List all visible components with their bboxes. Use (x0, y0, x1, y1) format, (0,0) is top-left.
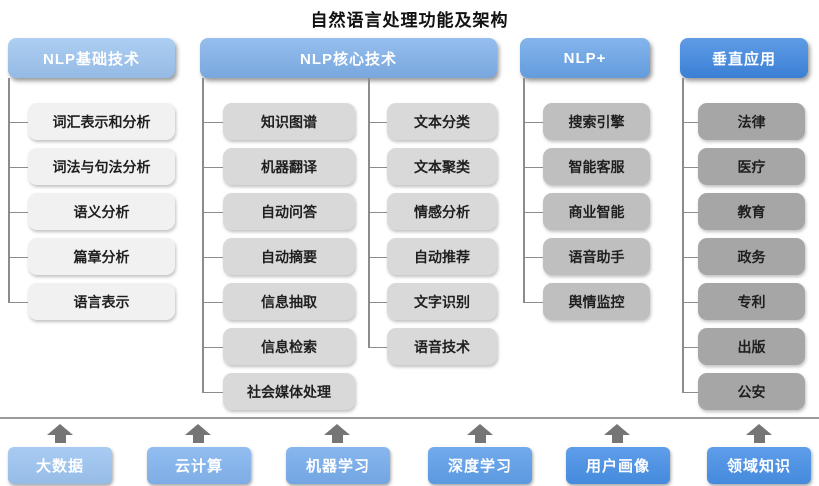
header-nlp-plus: NLP+ (520, 38, 650, 78)
connector-line (523, 78, 525, 302)
column-vertical-applications: 法律 医疗 教育 政务 专利 出版 公安 (682, 103, 805, 410)
up-arrow-icon (467, 424, 493, 443)
tree-node: 搜索引擎 (523, 103, 650, 140)
tree-node: 出版 (682, 328, 805, 365)
tree-node: 知识图谱 (202, 103, 355, 140)
up-arrow-icon (47, 424, 73, 443)
up-arrow-icon (185, 424, 211, 443)
tree-node: 情感分析 (368, 193, 497, 230)
tree-node: 词汇表示和分析 (8, 103, 175, 140)
up-arrow-icon (324, 424, 350, 443)
tree-node: 机器翻译 (202, 148, 355, 185)
tree-node: 法律 (682, 103, 805, 140)
header-nlp-core-tech: NLP核心技术 (200, 38, 497, 78)
tree-node: 社会媒体处理 (202, 373, 355, 410)
tree-node: 公安 (682, 373, 805, 410)
foundation-node: 大数据 (8, 447, 112, 484)
tree-node: 文本分类 (368, 103, 497, 140)
column-nlp-plus: 搜索引擎 智能客服 商业智能 语音助手 舆情监控 (523, 103, 650, 320)
connector-line (682, 78, 684, 392)
foundation-node: 深度学习 (428, 447, 532, 484)
diagram-title: 自然语言处理功能及架构 (310, 11, 509, 30)
tree-node: 语音技术 (368, 328, 497, 365)
connector-line (202, 78, 204, 392)
tree-node: 语言表示 (8, 283, 175, 320)
tree-node: 自动推荐 (368, 238, 497, 275)
foundation-node: 机器学习 (286, 447, 390, 484)
up-arrow-icon (604, 424, 630, 443)
tree-node: 舆情监控 (523, 283, 650, 320)
up-arrow-icon (746, 424, 772, 443)
tree-node: 自动问答 (202, 193, 355, 230)
header-vertical-applications: 垂直应用 (680, 38, 808, 78)
column-nlp-core-tech-right: 文本分类 文本聚类 情感分析 自动推荐 文字识别 语音技术 (368, 103, 497, 365)
tree-node: 信息抽取 (202, 283, 355, 320)
tree-node: 自动摘要 (202, 238, 355, 275)
tree-node: 教育 (682, 193, 805, 230)
separator-line (0, 417, 819, 419)
connector-line (8, 78, 10, 302)
tree-node: 文字识别 (368, 283, 497, 320)
tree-node: 商业智能 (523, 193, 650, 230)
tree-node: 语义分析 (8, 193, 175, 230)
tree-node: 语音助手 (523, 238, 650, 275)
tree-node: 智能客服 (523, 148, 650, 185)
tree-node: 信息检索 (202, 328, 355, 365)
tree-node: 医疗 (682, 148, 805, 185)
tree-node: 词法与句法分析 (8, 148, 175, 185)
foundation-node: 用户画像 (566, 447, 670, 484)
foundation-node: 云计算 (147, 447, 251, 484)
foundation-node: 领域知识 (707, 447, 811, 484)
tree-node: 政务 (682, 238, 805, 275)
column-nlp-basic-tech: 词汇表示和分析 词法与句法分析 语义分析 篇章分析 语言表示 (8, 103, 175, 320)
tree-node: 专利 (682, 283, 805, 320)
header-nlp-basic-tech: NLP基础技术 (8, 38, 175, 78)
column-nlp-core-tech-left: 知识图谱 机器翻译 自动问答 自动摘要 信息抽取 信息检索 社会媒体处理 (202, 103, 355, 410)
tree-node: 篇章分析 (8, 238, 175, 275)
tree-node: 文本聚类 (368, 148, 497, 185)
